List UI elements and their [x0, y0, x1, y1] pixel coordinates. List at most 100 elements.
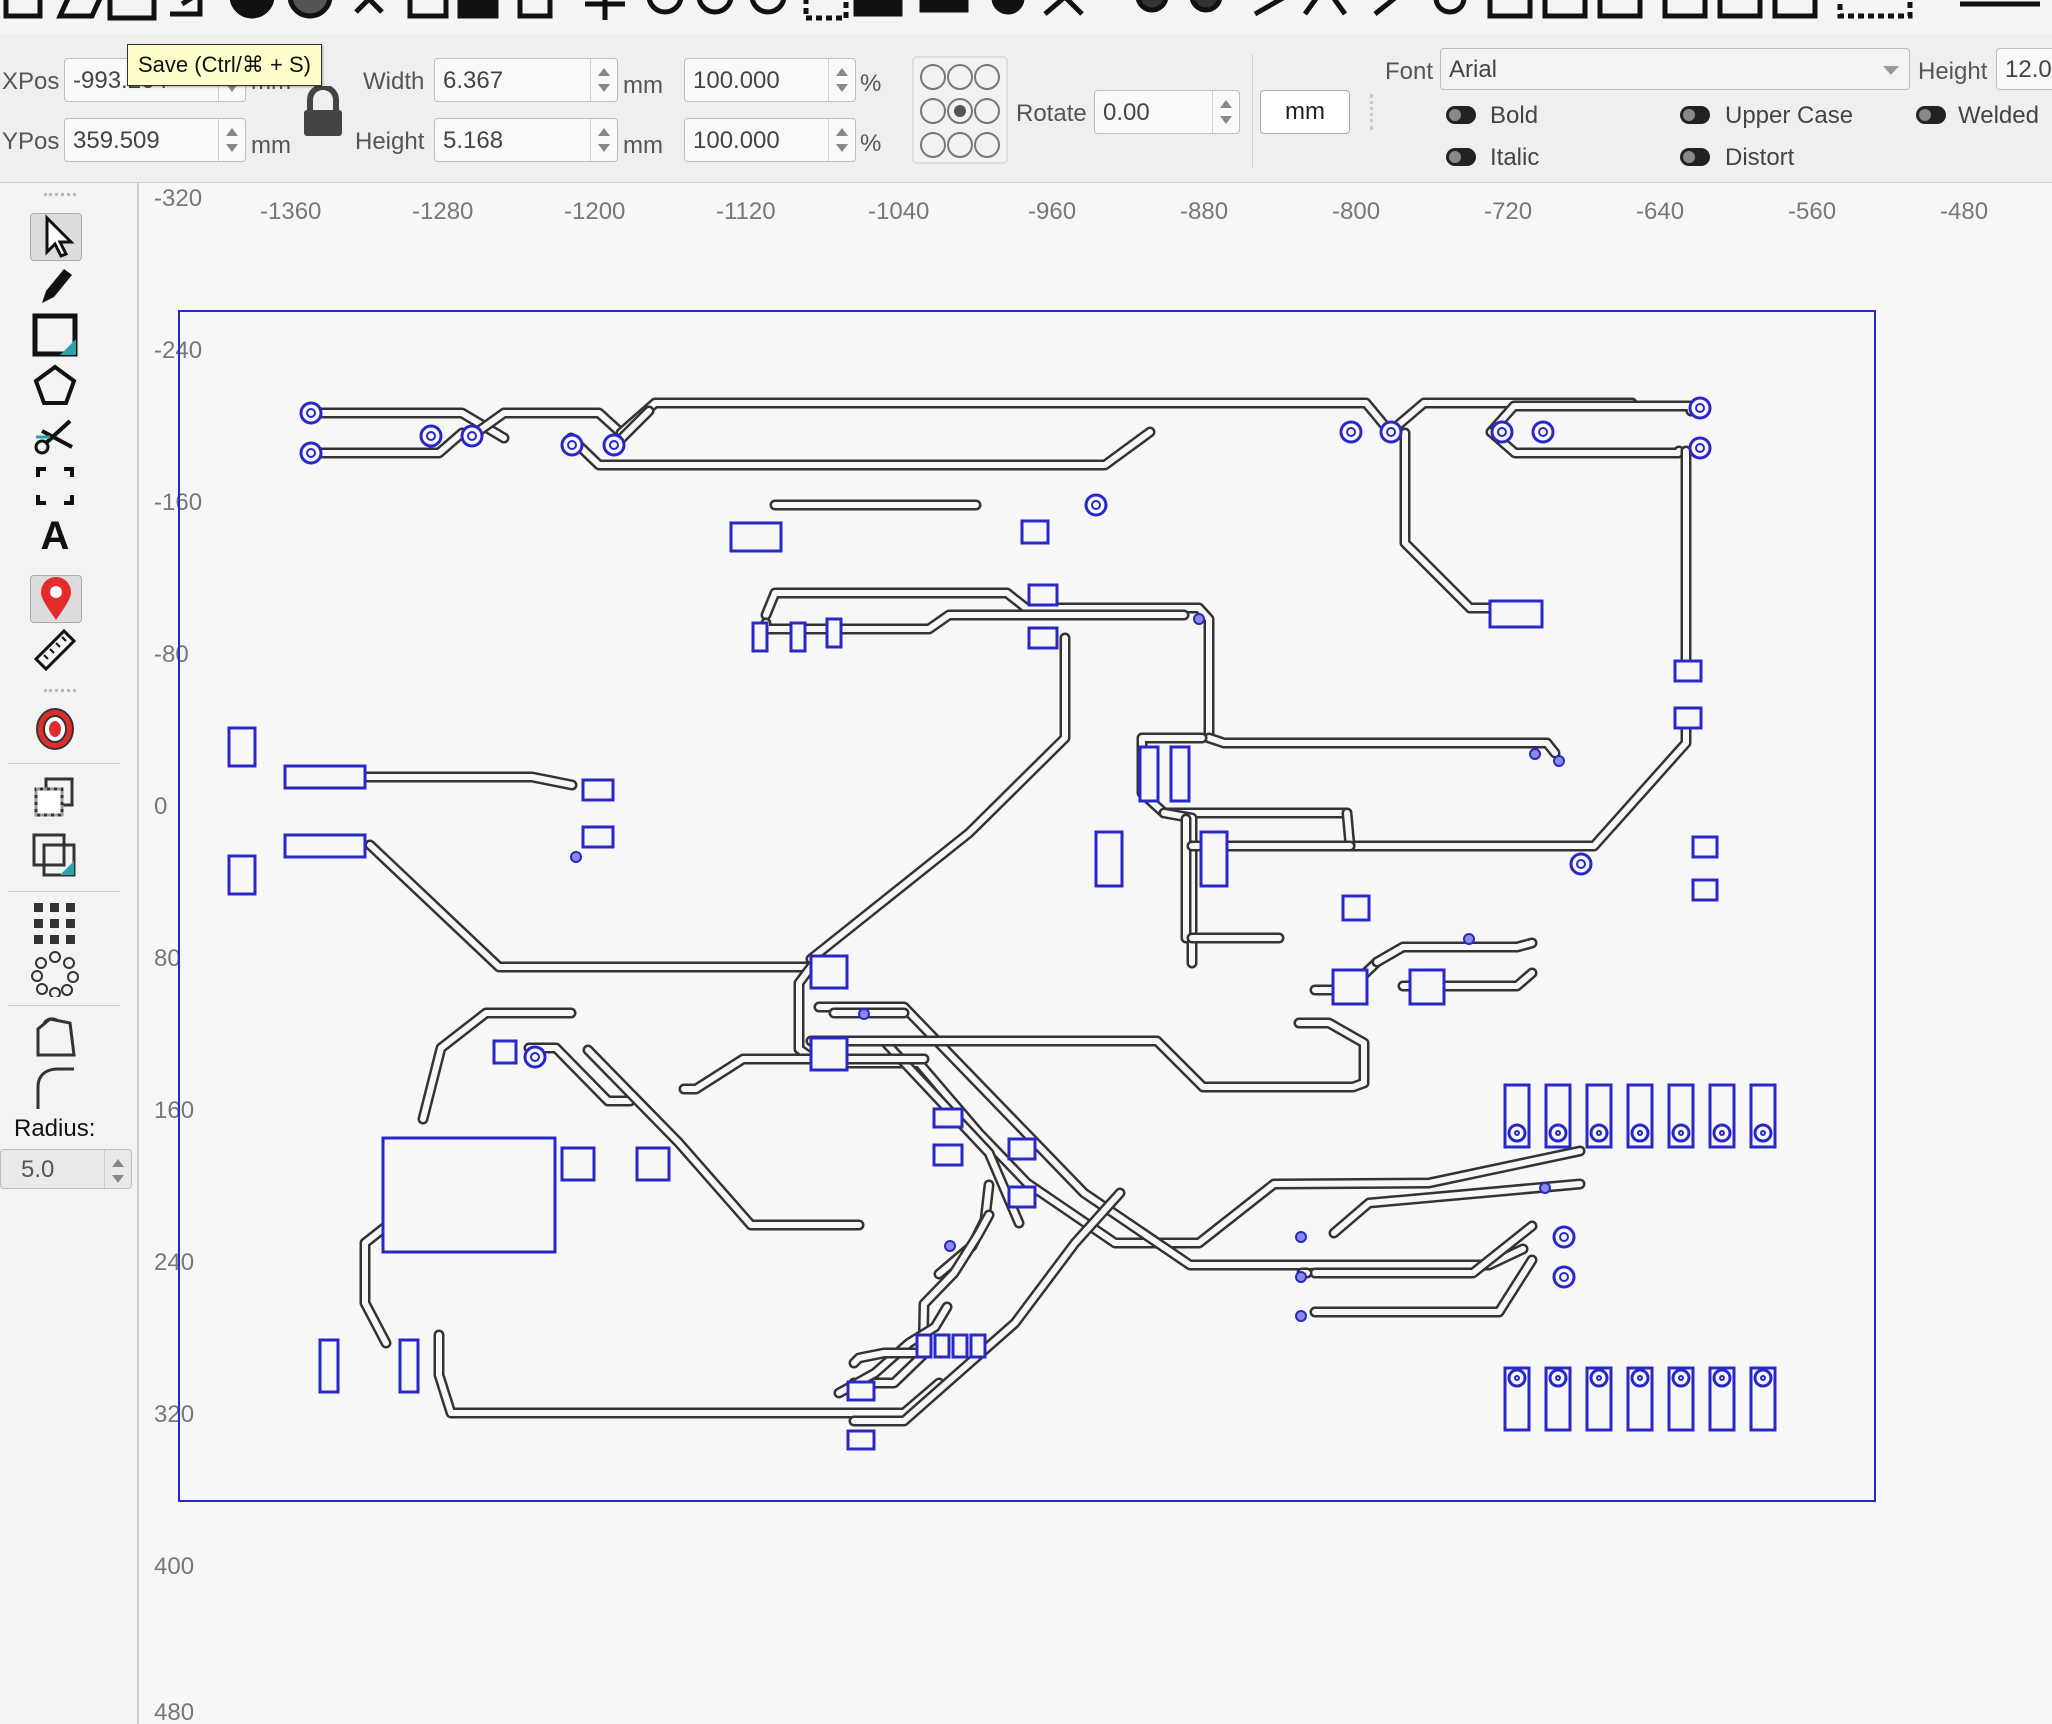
- offset-tool[interactable]: [30, 705, 80, 751]
- pad-rect[interactable]: [492, 1039, 518, 1065]
- frame-tool[interactable]: [30, 463, 80, 509]
- pad-ring[interactable]: [1688, 396, 1712, 420]
- font-select[interactable]: Arial: [1440, 48, 1910, 90]
- pad-rect[interactable]: [809, 954, 849, 990]
- via[interactable]: [1553, 755, 1565, 767]
- via[interactable]: [1193, 613, 1205, 625]
- pad-ring[interactable]: [1552, 1225, 1576, 1249]
- pad-rect[interactable]: [1691, 878, 1719, 902]
- pad-ring[interactable]: [1548, 1368, 1568, 1388]
- pad-ring[interactable]: [1712, 1368, 1732, 1388]
- pad-rect[interactable]: [729, 521, 783, 553]
- unit-toggle-button[interactable]: mm: [1260, 90, 1350, 134]
- pad-rect[interactable]: [846, 1380, 876, 1402]
- pad-rect[interactable]: [318, 1338, 340, 1394]
- pad-ring[interactable]: [1753, 1368, 1773, 1388]
- italic-toggle[interactable]: [1446, 148, 1476, 166]
- pad-ring[interactable]: [1712, 1123, 1732, 1143]
- board-outline[interactable]: [178, 310, 1876, 1502]
- radius-spinner[interactable]: [104, 1150, 131, 1188]
- via[interactable]: [1529, 748, 1541, 760]
- bold-toggle[interactable]: [1446, 106, 1476, 124]
- via[interactable]: [1539, 1182, 1551, 1194]
- pad-ring[interactable]: [1630, 1123, 1650, 1143]
- array-grid-tool[interactable]: [30, 901, 80, 947]
- pad-ring[interactable]: [299, 441, 323, 465]
- pad-rect[interactable]: [915, 1333, 933, 1359]
- pad-rect[interactable]: [1673, 659, 1703, 683]
- via[interactable]: [1295, 1231, 1307, 1243]
- select-tool[interactable]: [30, 213, 82, 261]
- pad-rect[interactable]: [1138, 745, 1160, 803]
- pad-ring[interactable]: [560, 433, 584, 457]
- pad-rect[interactable]: [1408, 968, 1446, 1006]
- pad-rect[interactable]: [283, 764, 367, 790]
- width-spinner[interactable]: [590, 59, 617, 101]
- text-tool[interactable]: A: [30, 513, 80, 559]
- pad-ring[interactable]: [1753, 1123, 1773, 1143]
- width-field[interactable]: 6.367: [434, 58, 618, 102]
- pad-ring[interactable]: [1507, 1123, 1527, 1143]
- pad-ring[interactable]: [1569, 852, 1593, 876]
- position-tool[interactable]: [30, 575, 82, 623]
- scissors-tool[interactable]: [30, 413, 80, 459]
- pad-ring[interactable]: [299, 401, 323, 425]
- duplicate-tool[interactable]: [30, 775, 80, 821]
- pad-rect[interactable]: [1169, 745, 1191, 803]
- rotate-field[interactable]: 0.00: [1094, 90, 1240, 134]
- pad-ring[interactable]: [1630, 1368, 1650, 1388]
- array-circle-tool[interactable]: [30, 951, 80, 999]
- pad-ring[interactable]: [1379, 420, 1403, 444]
- height-field[interactable]: 5.168: [434, 118, 618, 162]
- design-canvas[interactable]: -1360 -1280 -1200 -1120 -1040 -960 -880 …: [139, 183, 2052, 1724]
- pad-rect[interactable]: [227, 726, 257, 768]
- pad-rect[interactable]: [789, 621, 807, 653]
- drag-handle[interactable]: [44, 193, 76, 196]
- pad-rect[interactable]: [283, 833, 367, 859]
- pad-rect[interactable]: [635, 1146, 671, 1182]
- anchor-point-grid[interactable]: [912, 56, 1008, 164]
- pad-ring[interactable]: [602, 433, 626, 457]
- pad-rect[interactable]: [560, 1146, 596, 1182]
- pad-rect[interactable]: [1199, 830, 1229, 888]
- polygon-tool[interactable]: [30, 363, 80, 409]
- pad-ring[interactable]: [1507, 1368, 1527, 1388]
- pad-ring[interactable]: [1548, 1123, 1568, 1143]
- pad-rect[interactable]: [932, 1107, 964, 1129]
- pad-rect[interactable]: [381, 1136, 557, 1254]
- pad-rect[interactable]: [398, 1338, 420, 1394]
- height-percent-spinner[interactable]: [828, 119, 855, 161]
- pad-ring[interactable]: [419, 424, 443, 448]
- pad-ring[interactable]: [523, 1045, 547, 1069]
- pad-rect[interactable]: [1488, 599, 1544, 629]
- pad-ring[interactable]: [1490, 420, 1514, 444]
- pad-rect[interactable]: [932, 1143, 964, 1167]
- pad-rect[interactable]: [751, 621, 769, 653]
- pencil-tool[interactable]: [30, 263, 80, 309]
- pad-rect[interactable]: [969, 1333, 987, 1359]
- drag-handle[interactable]: [44, 689, 76, 692]
- pad-rect[interactable]: [1007, 1185, 1037, 1209]
- pad-rect[interactable]: [1027, 626, 1059, 650]
- width-percent-field[interactable]: 100.000: [684, 58, 856, 102]
- pad-rect[interactable]: [1007, 1137, 1037, 1161]
- via[interactable]: [1295, 1310, 1307, 1322]
- welded-toggle[interactable]: [1916, 106, 1946, 124]
- rounded-corner-tool[interactable]: [30, 1065, 80, 1111]
- pad-ring[interactable]: [1552, 1265, 1576, 1289]
- pad-ring[interactable]: [1671, 1123, 1691, 1143]
- pad-ring[interactable]: [460, 424, 484, 448]
- pad-rect[interactable]: [809, 1036, 849, 1072]
- height-spinner[interactable]: [590, 119, 617, 161]
- height-percent-field[interactable]: 100.000: [684, 118, 856, 162]
- pad-ring[interactable]: [1339, 420, 1363, 444]
- via[interactable]: [1463, 933, 1475, 945]
- pad-ring[interactable]: [1589, 1368, 1609, 1388]
- drag-handle[interactable]: [1370, 94, 1373, 130]
- distort-toggle[interactable]: [1680, 148, 1710, 166]
- pad-rect[interactable]: [1020, 519, 1050, 545]
- radius-field[interactable]: 5.0: [0, 1149, 132, 1189]
- pad-rect[interactable]: [933, 1333, 951, 1359]
- rotate-spinner[interactable]: [1212, 91, 1239, 133]
- pad-rect[interactable]: [581, 778, 615, 802]
